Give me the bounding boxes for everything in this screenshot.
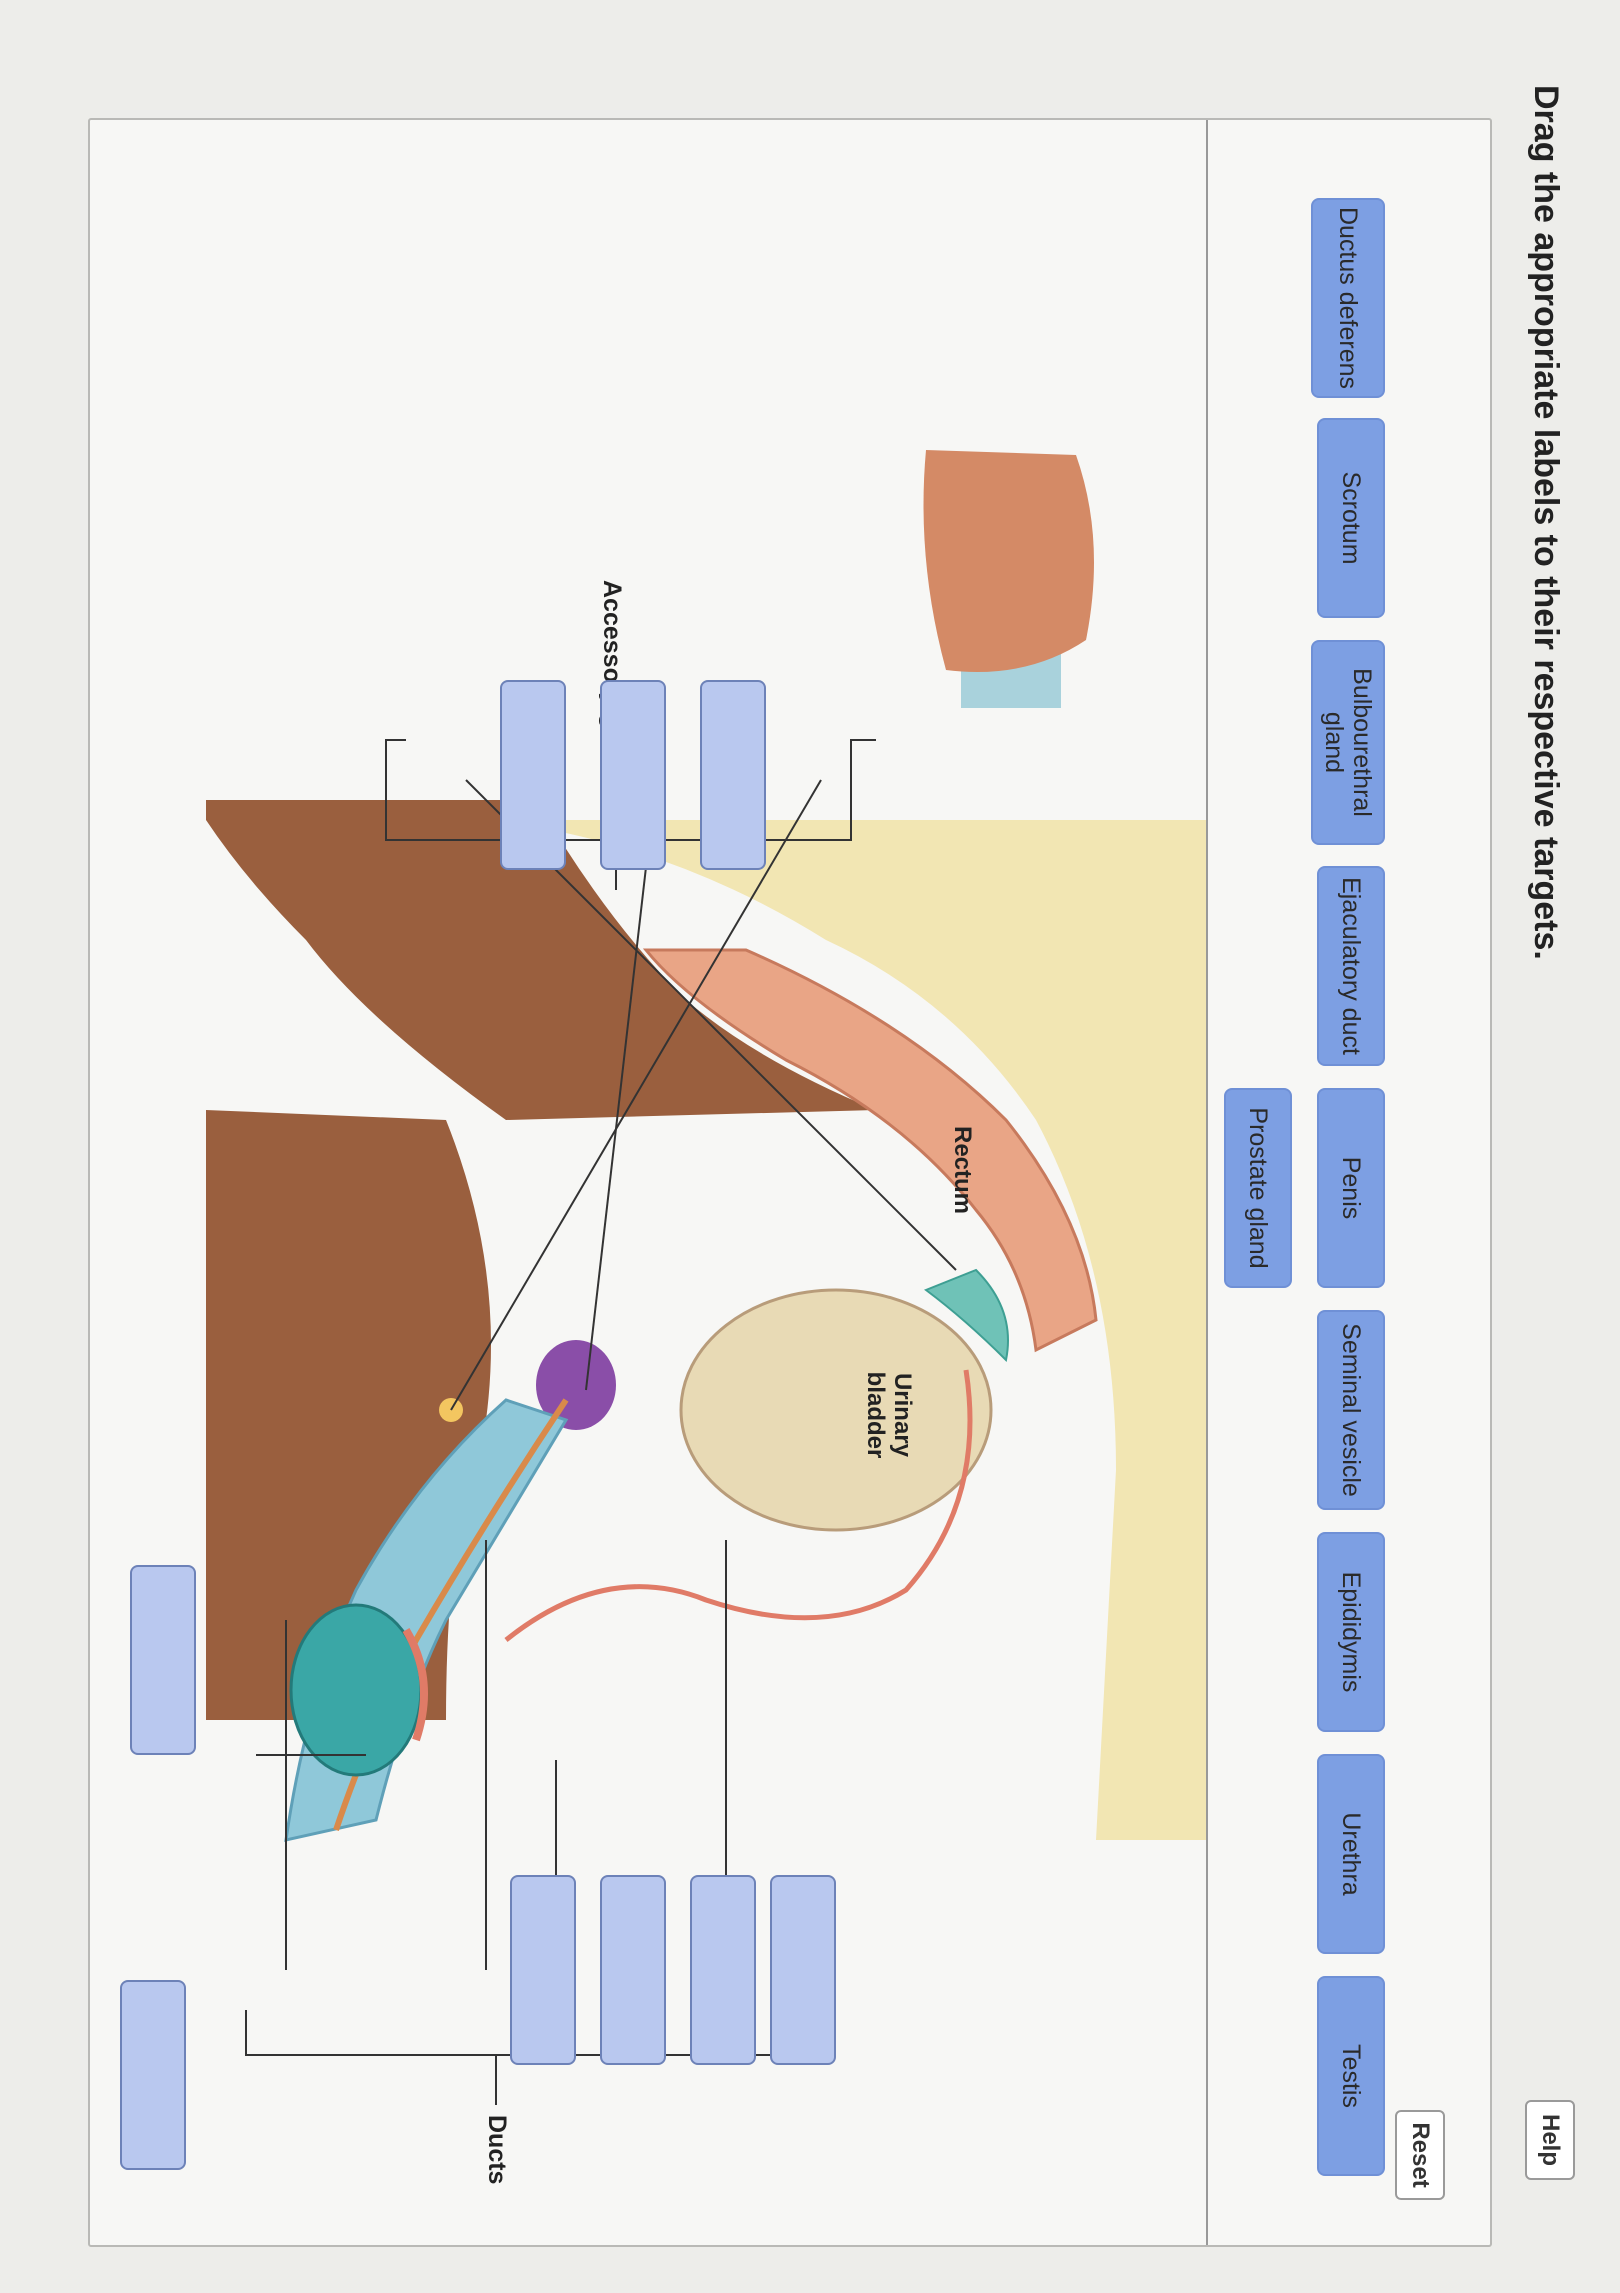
label-epididymis[interactable]: Epididymis <box>1317 1532 1385 1732</box>
drop-target-accessory-1[interactable] <box>700 680 766 870</box>
orientation-figure <box>924 450 1095 672</box>
drop-target-accessory-3[interactable] <box>500 680 566 870</box>
ducts-label: Ducts <box>483 2115 511 2184</box>
label-seminal-vesicle[interactable]: Seminal vesicle <box>1317 1310 1385 1510</box>
drop-target-duct-2[interactable] <box>690 1875 756 2065</box>
label-urethra[interactable]: Urethra <box>1317 1754 1385 1954</box>
drop-target-penis-1[interactable] <box>120 1980 186 2170</box>
drop-target-duct-4[interactable] <box>510 1875 576 2065</box>
label-penis[interactable]: Penis <box>1317 1088 1385 1288</box>
drop-target-testis[interactable] <box>130 1565 196 1755</box>
drop-target-duct-1[interactable] <box>770 1875 836 2065</box>
label-ductus-deferens[interactable]: Ductus deferens <box>1311 198 1385 398</box>
bladder-label: Urinary bladder <box>862 1360 916 1470</box>
rectum-label: Rectum <box>949 1110 976 1230</box>
anatomy-diagram: Accessory glands Ducts Rectum Urinary bl… <box>90 120 1206 2245</box>
activity-panel: Ductus deferens Scrotum Bulbourethral gl… <box>88 118 1492 2247</box>
reset-button[interactable]: Reset <box>1395 2110 1445 2200</box>
urinary-bladder <box>681 1290 991 1530</box>
drop-target-accessory-2[interactable] <box>600 680 666 870</box>
label-ejaculatory-duct[interactable]: Ejaculatory duct <box>1317 866 1385 1066</box>
help-button[interactable]: Help <box>1525 2100 1575 2180</box>
label-bank: Ductus deferens Scrotum Bulbourethral gl… <box>1206 120 1490 2245</box>
drop-target-duct-3[interactable] <box>600 1875 666 2065</box>
instruction-text: Drag the appropriate labels to their res… <box>1526 85 1565 960</box>
label-testis[interactable]: Testis <box>1317 1976 1385 2176</box>
label-scrotum[interactable]: Scrotum <box>1317 418 1385 618</box>
testis <box>291 1605 421 1775</box>
label-bulbourethral-gland[interactable]: Bulbourethral gland <box>1311 640 1385 845</box>
label-prostate-gland[interactable]: Prostate gland <box>1224 1088 1292 1288</box>
